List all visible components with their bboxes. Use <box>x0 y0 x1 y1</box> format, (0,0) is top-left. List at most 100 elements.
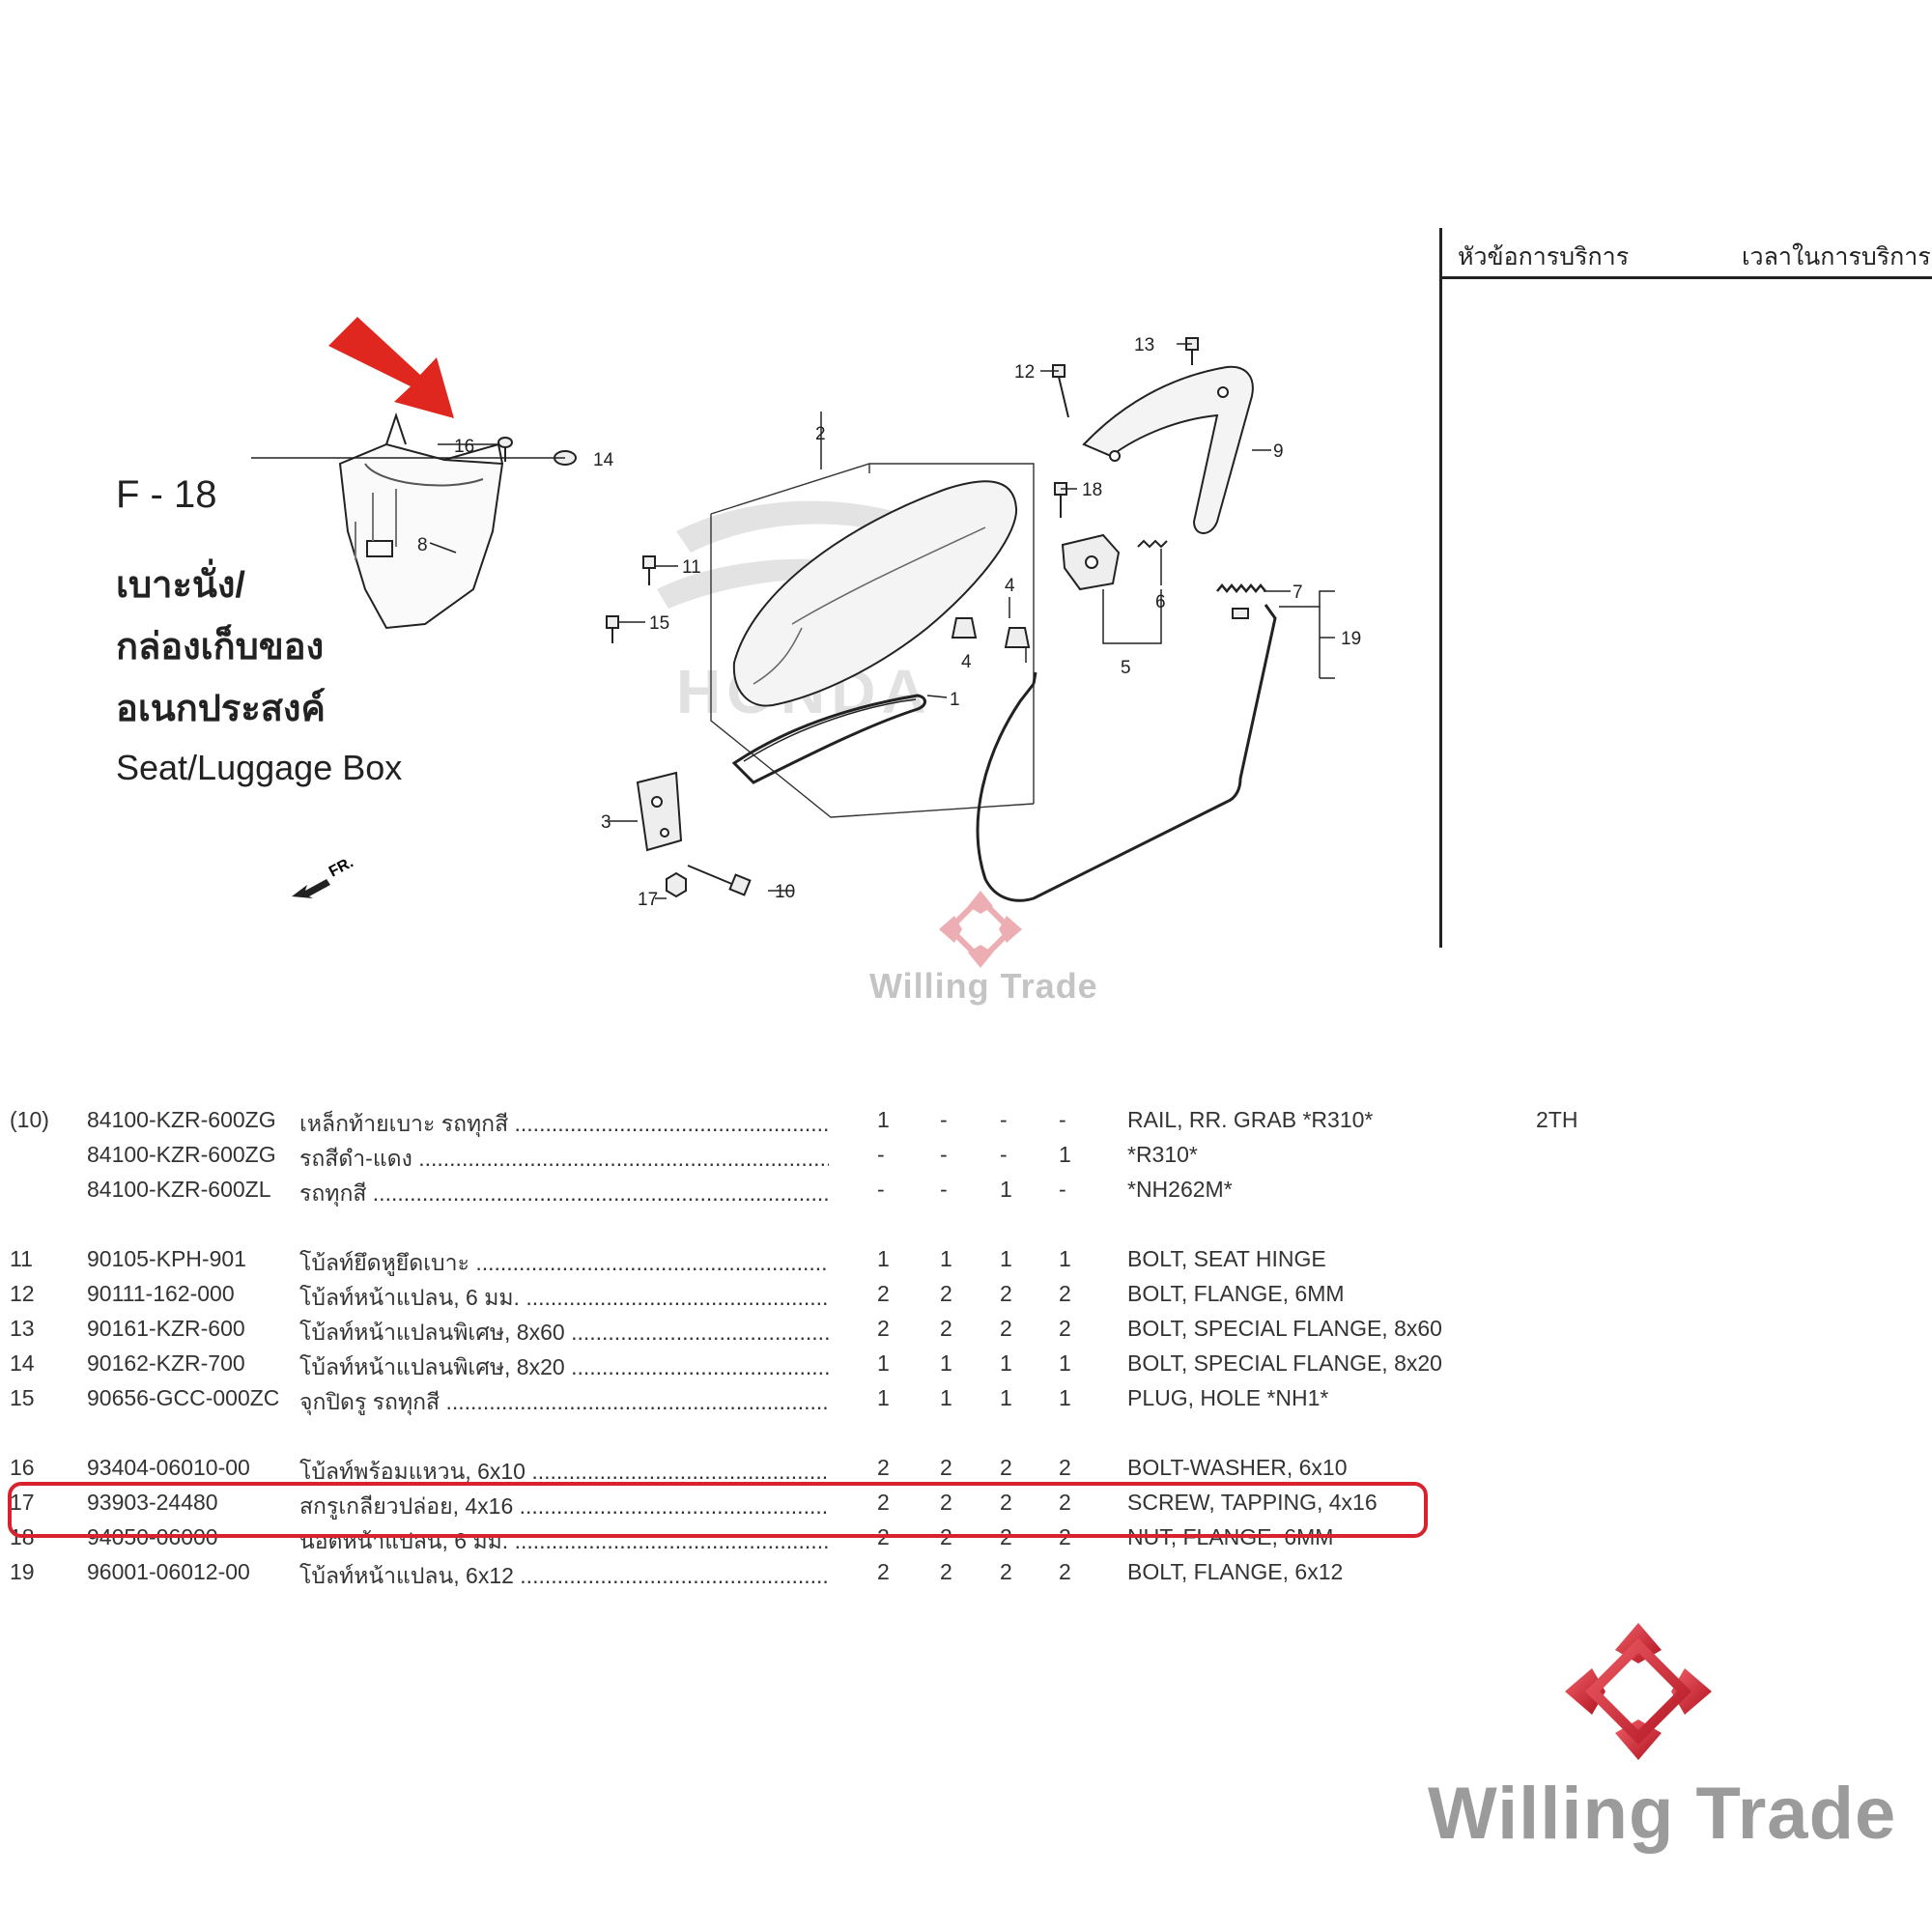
qty-type-4: 2 <box>1059 1490 1071 1515</box>
qty-type-2: 1 <box>940 1246 952 1271</box>
ref-no: 13 <box>10 1316 35 1341</box>
grab-rail-part <box>1082 365 1254 534</box>
ref-no: (10) <box>10 1107 49 1132</box>
callout-15: 14 <box>593 450 614 470</box>
callout-9: 8 <box>417 535 428 555</box>
qty-type-1: 2 <box>877 1490 890 1515</box>
description-en: *R310* <box>1127 1142 1198 1167</box>
description-th: โบ้ลท์ยึดหูยึดเบาะ <box>299 1246 829 1281</box>
part-number: 93903-24480 <box>87 1490 218 1515</box>
description-en: SCREW, TAPPING, 4x16 <box>1127 1490 1378 1515</box>
part-number: 90111-162-000 <box>87 1281 235 1306</box>
qty-type-1: 1 <box>877 1385 890 1410</box>
qty-type-3: - <box>1000 1142 1008 1167</box>
watermark-text-large: Willing Trade <box>1428 1773 1897 1855</box>
qty-type-2: 2 <box>940 1455 952 1480</box>
qty-type-4: 1 <box>1059 1142 1071 1167</box>
qty-type-2: 1 <box>940 1385 952 1410</box>
header-divider <box>1442 276 1932 279</box>
description-th: โบ้ลท์หน้าแปลนพิเศษ, 8x20 <box>299 1350 829 1385</box>
flange-nut-part <box>666 871 687 898</box>
seat-hinge-bolt-part <box>687 865 752 896</box>
qty-type-4: 2 <box>1059 1316 1071 1341</box>
part-number: 84100-KZR-600ZL <box>87 1177 271 1202</box>
description-en: BOLT, SEAT HINGE <box>1127 1246 1326 1271</box>
callout-8: 19 <box>1341 629 1361 649</box>
service-item-header: หัวข้อการบริการ <box>1458 243 1630 270</box>
part-number: 90162-KZR-700 <box>87 1350 245 1376</box>
description-th: รถสีดำ-แดง <box>299 1142 829 1177</box>
part-number: 90656-GCC-000ZC <box>87 1385 280 1410</box>
qty-type-3: - <box>1000 1107 1008 1132</box>
part-number: 93404-06010-00 <box>87 1455 250 1480</box>
qty-type-3: 2 <box>1000 1559 1012 1584</box>
qty-type-1: 2 <box>877 1559 890 1584</box>
exploded-parts-diagram: HONDA <box>251 335 1361 910</box>
qty-type-4: 2 <box>1059 1455 1071 1480</box>
tapping-screw-part <box>497 437 513 462</box>
qty-type-1: 1 <box>877 1107 890 1132</box>
part-number: 90161-KZR-600 <box>87 1316 245 1341</box>
callout-14: 13 <box>1134 335 1154 355</box>
description-en: BOLT, SPECIAL FLANGE, 8x60 <box>1127 1316 1442 1341</box>
qty-type-3: 2 <box>1000 1490 1012 1515</box>
callout-17: 16 <box>454 437 474 457</box>
seat-lock-cable-part <box>976 604 1277 902</box>
qty-type-3: 1 <box>1000 1350 1012 1376</box>
callout-12: 11 <box>682 557 701 578</box>
luggage-box-part <box>338 412 504 630</box>
qty-type-1: 2 <box>877 1316 890 1341</box>
ref-no: 19 <box>10 1559 35 1584</box>
qty-type-3: 2 <box>1000 1281 1012 1306</box>
callout-3: 3 <box>601 812 611 833</box>
seat-part <box>732 480 1018 707</box>
callout-13: 12 <box>1014 362 1035 383</box>
leader-lines <box>251 343 1335 899</box>
seat-rubber-part <box>951 617 1031 648</box>
callout-7: 7 <box>1293 582 1303 603</box>
description-th: โบ้ลท์หน้าแปลน, 6x12 <box>299 1559 829 1594</box>
flange-bolt-part <box>642 555 656 585</box>
figure-title-th-1: เบาะนั่ง/ <box>116 565 245 606</box>
table-spacer <box>0 1211 1932 1246</box>
ref-no: 16 <box>10 1455 35 1480</box>
callout-4a: 4 <box>1005 576 1015 596</box>
description-en: BOLT, FLANGE, 6x12 <box>1127 1559 1344 1584</box>
qty-type-2: 2 <box>940 1490 952 1515</box>
front-direction-icon: FR. <box>292 854 356 898</box>
qty-type-1: - <box>877 1177 885 1202</box>
callout-10: 9 <box>1273 441 1284 462</box>
lock-spring-part <box>1137 539 1168 549</box>
description-en: BOLT-WASHER, 6x10 <box>1127 1455 1348 1480</box>
qty-type-4: 1 <box>1059 1385 1071 1410</box>
description-en: PLUG, HOLE *NH1* <box>1127 1385 1329 1410</box>
highlight-row-17 <box>8 1482 1428 1538</box>
description-en: *NH262M* <box>1127 1177 1233 1202</box>
pointer-arrow-icon <box>328 317 454 418</box>
qty-type-2: - <box>940 1177 948 1202</box>
qty-type-4: - <box>1059 1177 1066 1202</box>
qty-type-4: 2 <box>1059 1559 1071 1584</box>
table-row: 14 90162-KZR-700 โบ้ลท์หน้าแปลนพิเศษ, 8x20… <box>0 1350 1932 1385</box>
bolt-washer-part <box>606 615 619 643</box>
description-en: RAIL, RR. GRAB *R310* <box>1127 1107 1374 1132</box>
callout-4b: 4 <box>961 652 972 672</box>
qty-type-2: 2 <box>940 1316 952 1341</box>
qty-type-2: - <box>940 1107 948 1132</box>
qty-type-2: 2 <box>940 1281 952 1306</box>
qty-type-3: 2 <box>1000 1455 1012 1480</box>
ref-no: 15 <box>10 1385 35 1410</box>
qty-type-4: 2 <box>1059 1281 1071 1306</box>
ref-no: 14 <box>10 1350 35 1376</box>
seat-lock-part <box>1061 533 1121 591</box>
qty-type-4: 1 <box>1059 1246 1071 1271</box>
callout-16: 15 <box>649 613 669 634</box>
callout-2: 2 <box>815 424 826 444</box>
